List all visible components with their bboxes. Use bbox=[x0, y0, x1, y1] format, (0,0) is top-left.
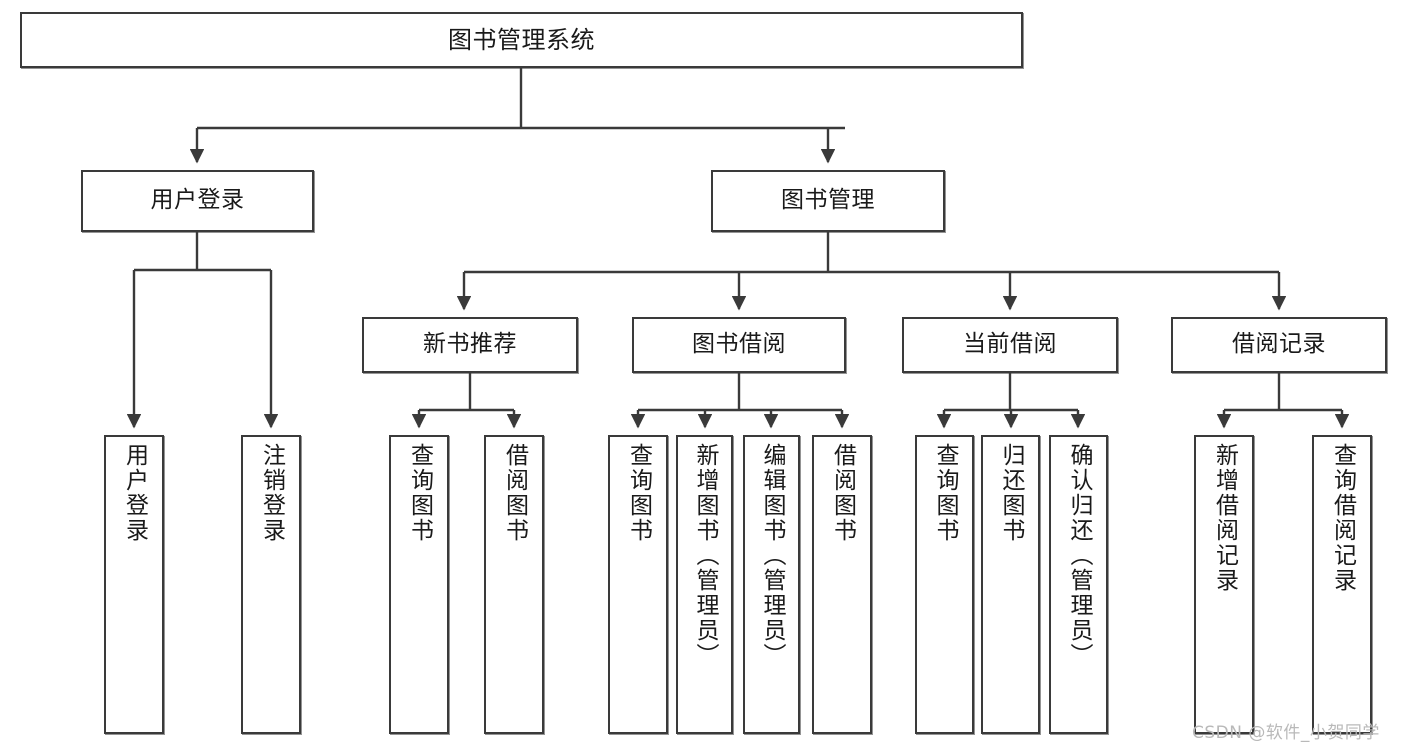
node-leaf-logout[interactable]: 注销登录 bbox=[241, 435, 301, 734]
node-book-borrow-label: 图书借阅 bbox=[692, 331, 786, 358]
node-user-login-label: 用户登录 bbox=[150, 187, 245, 214]
node-borrow-record[interactable]: 借阅记录 bbox=[1171, 317, 1387, 373]
node-new-book-recommend-label: 新书推荐 bbox=[423, 331, 517, 358]
node-borrow-record-label: 借阅记录 bbox=[1232, 331, 1326, 358]
node-leaf-query-book-1[interactable]: 查询图书 bbox=[389, 435, 449, 734]
node-leaf-add-book[interactable]: 新增图书（管理员） bbox=[676, 435, 733, 734]
node-leaf-user-login[interactable]: 用户登录 bbox=[104, 435, 164, 734]
node-leaf-confirm-return[interactable]: 确认归还（管理员） bbox=[1049, 435, 1108, 734]
node-book-management[interactable]: 图书管理 bbox=[711, 170, 945, 232]
node-leaf-return-book-label: 归还图书 bbox=[998, 443, 1024, 543]
node-leaf-query-book-3-label: 查询图书 bbox=[932, 443, 958, 543]
node-leaf-logout-label: 注销登录 bbox=[258, 443, 285, 543]
node-leaf-borrow-book-2[interactable]: 借阅图书 bbox=[812, 435, 872, 734]
node-leaf-query-book-1-label: 查询图书 bbox=[406, 443, 433, 543]
node-leaf-return-book[interactable]: 归还图书 bbox=[981, 435, 1040, 734]
node-leaf-edit-book[interactable]: 编辑图书（管理员） bbox=[743, 435, 800, 734]
node-book-borrow[interactable]: 图书借阅 bbox=[632, 317, 846, 373]
node-leaf-add-book-label: 新增图书（管理员） bbox=[692, 443, 718, 668]
node-leaf-query-book-2[interactable]: 查询图书 bbox=[608, 435, 668, 734]
node-leaf-query-book-3[interactable]: 查询图书 bbox=[915, 435, 974, 734]
node-leaf-borrow-book-2-label: 借阅图书 bbox=[829, 443, 856, 543]
node-leaf-edit-book-label: 编辑图书（管理员） bbox=[759, 443, 785, 668]
csdn-watermark: CSDN @软件_小贺同学 bbox=[1192, 723, 1380, 743]
node-leaf-user-login-label: 用户登录 bbox=[121, 443, 148, 543]
node-leaf-add-record[interactable]: 新增借阅记录 bbox=[1194, 435, 1254, 734]
node-leaf-borrow-book-1-label: 借阅图书 bbox=[501, 443, 528, 543]
node-leaf-borrow-book-1[interactable]: 借阅图书 bbox=[484, 435, 544, 734]
node-user-login[interactable]: 用户登录 bbox=[81, 170, 314, 232]
node-leaf-add-record-label: 新增借阅记录 bbox=[1211, 443, 1238, 593]
node-current-borrow[interactable]: 当前借阅 bbox=[902, 317, 1118, 373]
node-current-borrow-label: 当前借阅 bbox=[963, 331, 1057, 358]
node-new-book-recommend[interactable]: 新书推荐 bbox=[362, 317, 578, 373]
node-leaf-query-record[interactable]: 查询借阅记录 bbox=[1312, 435, 1372, 734]
node-leaf-query-record-label: 查询借阅记录 bbox=[1329, 443, 1356, 593]
node-leaf-confirm-return-label: 确认归还（管理员） bbox=[1066, 443, 1092, 668]
node-root[interactable]: 图书管理系统 bbox=[20, 12, 1023, 68]
node-root-label: 图书管理系统 bbox=[448, 25, 595, 54]
node-book-management-label: 图书管理 bbox=[781, 187, 875, 214]
node-leaf-query-book-2-label: 查询图书 bbox=[625, 443, 652, 543]
